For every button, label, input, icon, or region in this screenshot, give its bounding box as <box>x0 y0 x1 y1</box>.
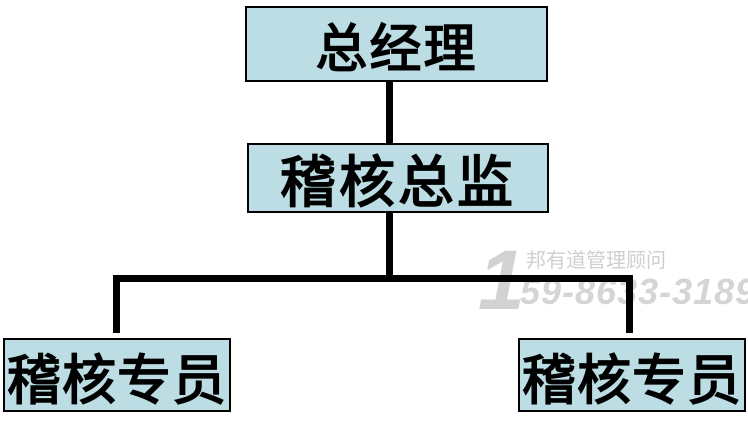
node-general-manager: 总经理 <box>245 6 548 82</box>
node-audit-specialist-right: 稽核专员 <box>518 338 746 412</box>
connector-gm-to-director <box>386 82 393 143</box>
node-audit-specialist-left-label: 稽核专员 <box>7 350 227 411</box>
connector-horizontal-bar <box>113 275 633 282</box>
node-general-manager-label: 总经理 <box>315 21 478 79</box>
watermark-company-name: 邦有道管理顾问 <box>526 250 666 272</box>
node-audit-director-label: 稽核总监 <box>280 152 516 215</box>
connector-director-down <box>386 212 393 275</box>
node-audit-director: 稽核总监 <box>247 143 549 215</box>
connector-stub-right <box>626 282 633 333</box>
node-audit-specialist-right-label: 稽核专员 <box>522 350 742 411</box>
connector-stub-left <box>113 282 120 333</box>
node-audit-specialist-left: 稽核专员 <box>3 338 231 412</box>
